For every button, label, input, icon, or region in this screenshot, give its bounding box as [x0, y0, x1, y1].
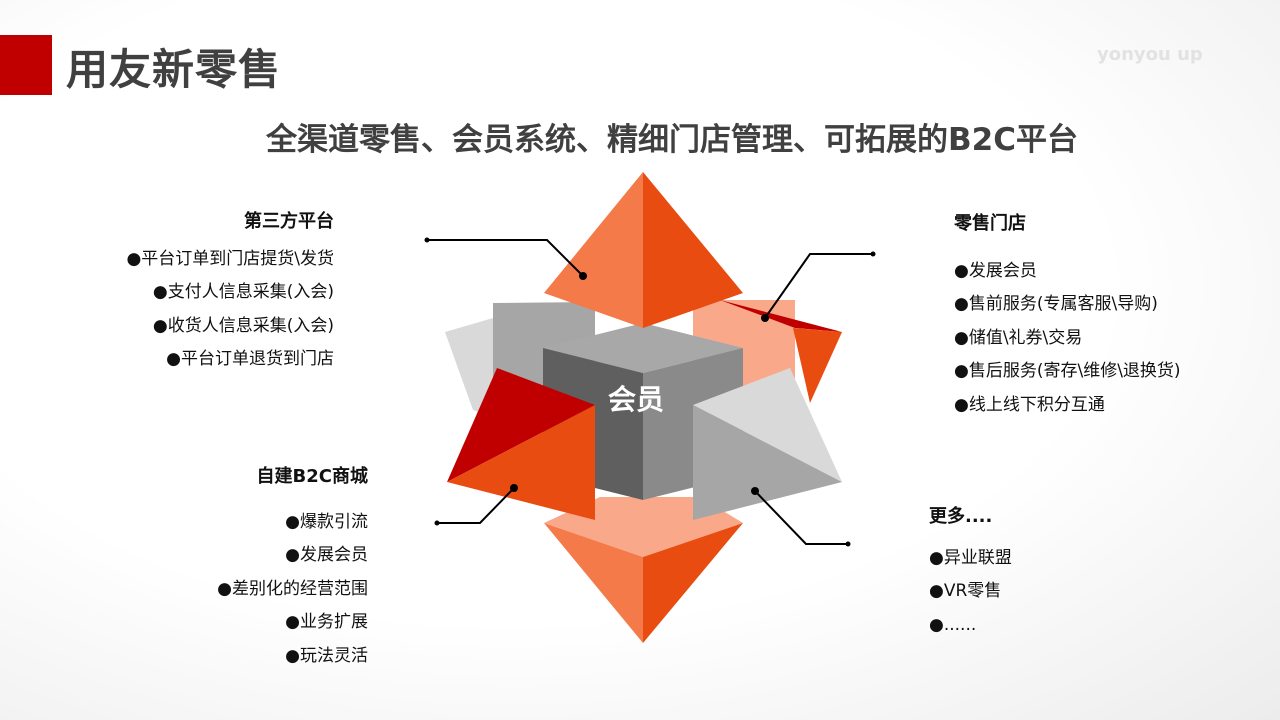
list-item: ●业务扩展 [285, 612, 368, 632]
bottom-pyramid-right [643, 523, 743, 643]
callout-line-b2c-mall [437, 487, 515, 524]
right-orange-triangle [793, 328, 842, 403]
group-b2c-mall: 自建B2C商城 ●爆款引流 ●发展会员 ●差别化的经营范围 ●业务扩展 ●玩法灵… [217, 460, 368, 673]
page-subtitle: 全渠道零售、会员系统、精细门店管理、可拓展的B2C平台 [266, 122, 1078, 158]
list-item: ●储值\礼券\交易 [954, 327, 1083, 348]
list-item: ●爆款引流 [285, 511, 368, 532]
top-pyramid-right [643, 172, 743, 328]
logo: yonyou up [1097, 44, 1203, 65]
list-item: ●支付人信息采集(入会) [152, 282, 334, 302]
page-title: 用友新零售 [66, 45, 282, 94]
list-item: ●收货人信息采集(入会) [152, 315, 334, 336]
list-item: ●发展会员 [285, 545, 368, 565]
group-third-party: 第三方平台 ●平台订单到门店提货\发货 ●支付人信息采集(入会) ●收货人信息采… [126, 205, 334, 377]
center-label: 会员 [608, 383, 665, 416]
callout-line-third-party [427, 239, 584, 277]
top-pyramid-left [544, 172, 643, 328]
list-item: ●VR零售 [929, 581, 1002, 601]
list-item: ●...... [929, 614, 977, 635]
group-title: 自建B2C商城 [256, 466, 368, 487]
callout-line-more [754, 490, 848, 545]
list-item: ●售后服务(寄存\维修\退换货) [954, 361, 1181, 381]
right-gray-triangle [693, 405, 842, 520]
list-item: ●玩法灵活 [285, 645, 368, 666]
list-item: ●差别化的经营范围 [217, 578, 368, 599]
group-more: 更多.... ●异业联盟 ●VR零售 ●...... [929, 500, 1012, 642]
group-title: 第三方平台 [244, 211, 334, 232]
list-item: ●平台订单退货到门店 [166, 349, 334, 369]
list-item: ●线上线下积分互通 [954, 394, 1105, 415]
left-orange-triangle [447, 405, 595, 520]
callout-line-retail-store [764, 253, 873, 319]
group-retail-store: 零售门店 ●发展会员 ●售前服务(专属客服\导购) ●储值\礼券\交易 ●售后服… [954, 207, 1181, 422]
bottom-pyramid-left [544, 523, 643, 643]
title-accent-block [0, 35, 52, 95]
left-red-triangle [447, 368, 595, 482]
right-light-triangle [693, 368, 842, 482]
list-item: ●售前服务(专属客服\导购) [954, 294, 1158, 314]
list-item: ●异业联盟 [929, 547, 1012, 568]
red-sliver [720, 300, 842, 332]
group-title: 更多.... [929, 506, 993, 527]
list-item: ●平台订单到门店提货\发货 [126, 248, 334, 269]
list-item: ●发展会员 [954, 260, 1037, 281]
group-title: 零售门店 [954, 213, 1026, 234]
